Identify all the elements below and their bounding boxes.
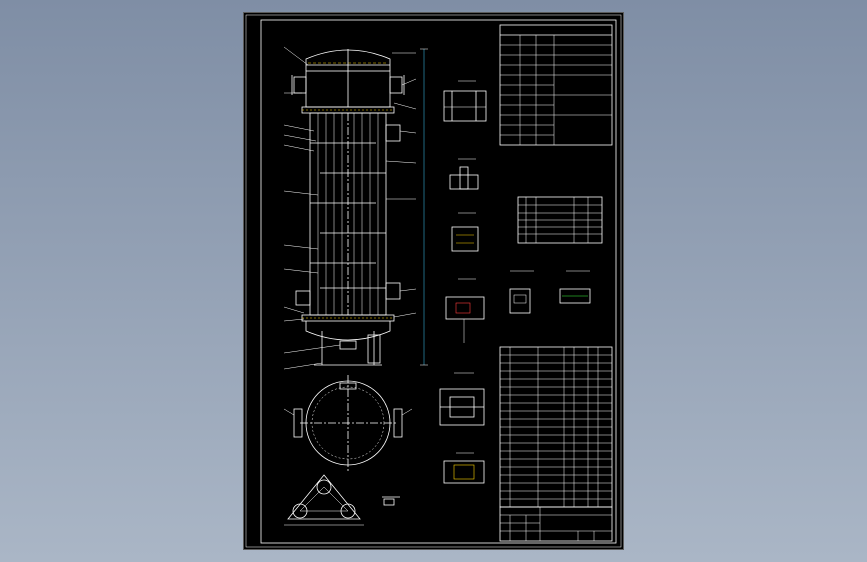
detail-5 bbox=[439, 372, 485, 426]
cad-drawing bbox=[245, 14, 622, 548]
inner-frame bbox=[260, 19, 617, 544]
detail-1 bbox=[443, 80, 487, 122]
detail-7 bbox=[509, 270, 534, 314]
vessel-plan-view bbox=[283, 375, 413, 471]
outer-frame bbox=[245, 14, 622, 548]
vessel-elevation bbox=[283, 46, 428, 370]
detail-8 bbox=[559, 270, 591, 304]
detail-3 bbox=[451, 212, 479, 252]
tech-spec-table bbox=[499, 24, 613, 146]
detail-2 bbox=[449, 158, 479, 190]
detail-4 bbox=[445, 278, 485, 343]
nozzle-table bbox=[517, 196, 603, 244]
drawing-sheet bbox=[243, 12, 624, 550]
detail-6 bbox=[443, 452, 485, 484]
parts-list-table bbox=[499, 346, 613, 508]
small-weld-symbol bbox=[382, 496, 400, 506]
title-block bbox=[499, 506, 613, 542]
tube-pitch-detail bbox=[284, 474, 364, 526]
